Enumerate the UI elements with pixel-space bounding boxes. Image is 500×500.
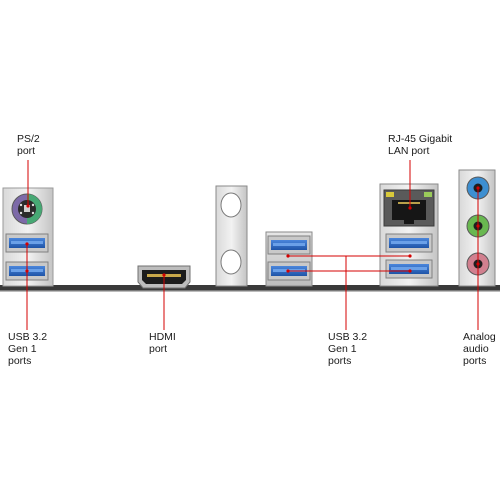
- audio-stack: [458, 169, 496, 287]
- callout-hdmi-dot: [162, 273, 166, 277]
- label-audio: Analog audio ports: [463, 331, 496, 367]
- usb-port-icon: [267, 235, 311, 255]
- callout-ps2-dot: [26, 204, 30, 208]
- rj45-usb-stack: [379, 183, 439, 287]
- usb-stack-center: [265, 231, 313, 287]
- callout-usb-left-dot-1: [25, 242, 29, 246]
- label-hdmi: HDMI port: [149, 331, 176, 355]
- ps2-connector-icon: [11, 193, 43, 225]
- callout-rj45-dot: [408, 206, 412, 210]
- board-strip: [0, 285, 500, 290]
- label-ps2: PS/2 port: [17, 133, 40, 157]
- label-rj45: RJ-45 Gigabit LAN port: [388, 133, 453, 157]
- usb-port-icon: [385, 259, 433, 279]
- callout-lines: [25, 160, 480, 330]
- label-usb-right: USB 3.2 Gen 1 ports: [328, 331, 368, 367]
- callout-usb-left-dot-2: [25, 269, 29, 273]
- usb-port-icon: [385, 233, 433, 253]
- label-usb-left: USB 3.2 Gen 1 ports: [8, 331, 48, 367]
- bracket-plate: [215, 185, 248, 287]
